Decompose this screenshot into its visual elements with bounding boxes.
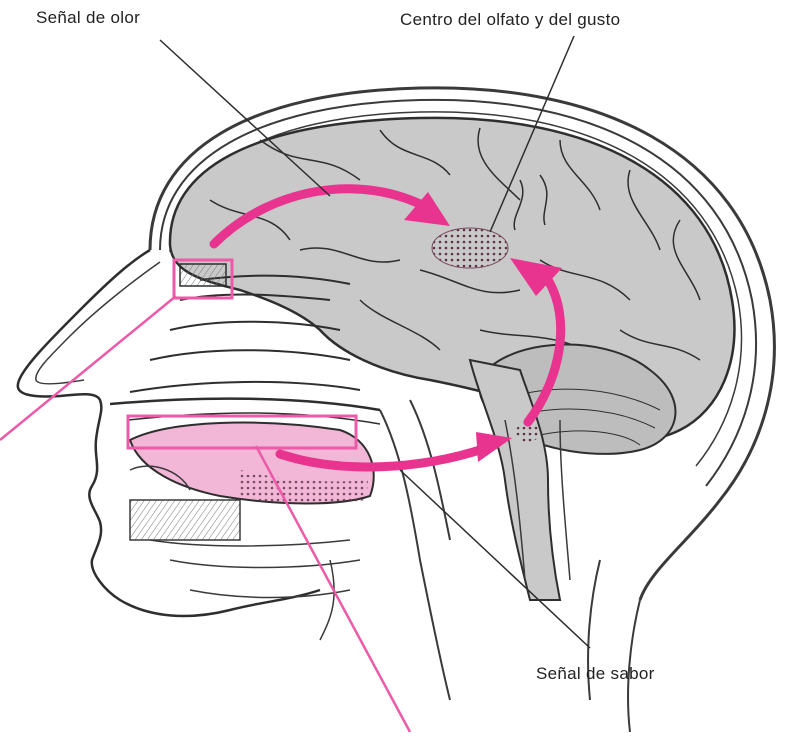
neck-outline xyxy=(588,560,640,732)
hard-palate xyxy=(110,399,380,410)
olfactory-bulb xyxy=(180,264,226,286)
pharynx xyxy=(380,400,450,700)
smell-taste-center-spot xyxy=(432,228,508,268)
taste-signal-label: Señal de sabor xyxy=(536,664,655,684)
taste-signal-leader xyxy=(400,470,590,648)
smell-taste-center-label: Centro del olfato y del gusto xyxy=(400,10,620,30)
smell-signal-label: Señal de olor xyxy=(36,8,140,28)
